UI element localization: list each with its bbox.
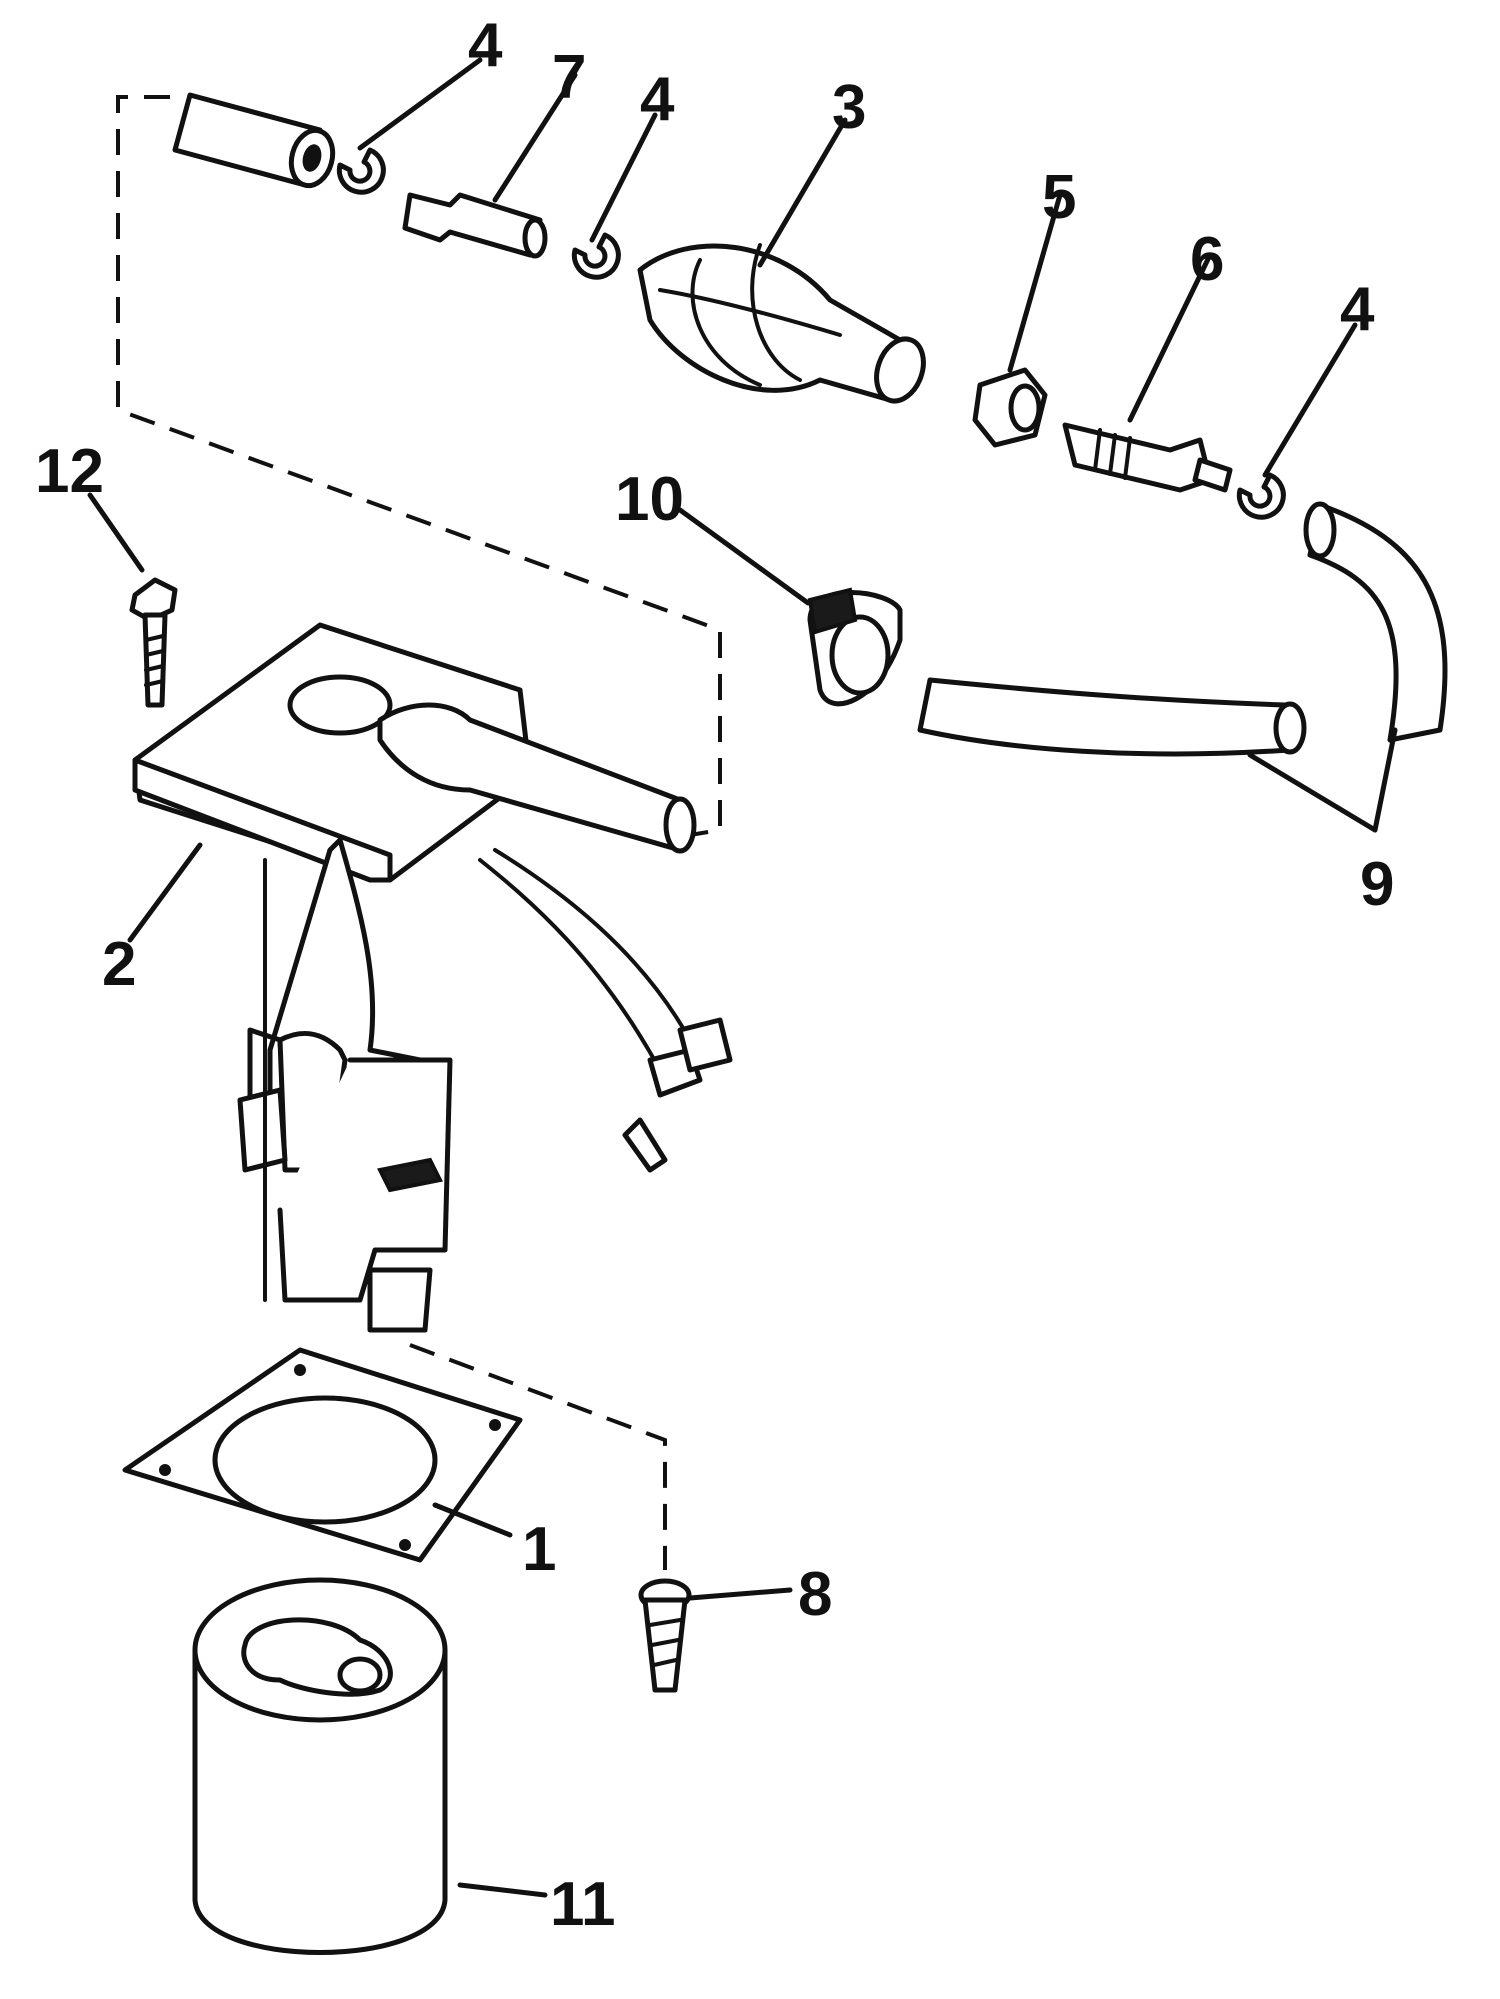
callout-9: 9	[1360, 850, 1394, 919]
callout-4-right: 4	[1340, 275, 1375, 344]
assembly-dashed-lines	[116, 95, 722, 1570]
hose-connector-fitting	[1062, 422, 1233, 493]
wire-leads	[478, 848, 733, 1173]
check-valve-fitting	[402, 192, 548, 259]
hose-clamp	[807, 587, 903, 707]
callout-12: 12	[35, 437, 104, 506]
fuel-filter-cup	[192, 1577, 448, 1955]
callout-labels: 4 7 4 3 5 6 4 12 10 9 2 1 8 11	[35, 11, 1394, 1939]
callout-11: 11	[550, 1870, 616, 1939]
fuel-pump-assembly	[132, 622, 697, 1333]
hose-clip-a	[336, 147, 386, 195]
hex-bolt	[129, 577, 178, 708]
callout-leaders	[87, 57, 1398, 1898]
hose-short-segment	[172, 92, 336, 189]
callout-2: 2	[102, 930, 136, 999]
callout-4-middle: 4	[640, 65, 675, 134]
callout-4-top-left: 4	[468, 11, 503, 80]
hose-clip-c	[1236, 472, 1286, 520]
callout-1: 1	[522, 1515, 556, 1584]
callout-7: 7	[552, 43, 586, 112]
hex-nut	[972, 367, 1048, 448]
socket-head-screw	[638, 1578, 692, 1693]
fuel-hose-pair	[917, 501, 1448, 757]
primer-bulb	[637, 243, 926, 404]
callout-5: 5	[1042, 163, 1076, 232]
callout-6: 6	[1190, 225, 1224, 294]
callout-3: 3	[832, 73, 866, 142]
mounting-gasket	[122, 1347, 523, 1563]
hose-clip-b	[571, 232, 621, 280]
callout-10: 10	[615, 465, 684, 534]
callout-8: 8	[798, 1560, 832, 1629]
